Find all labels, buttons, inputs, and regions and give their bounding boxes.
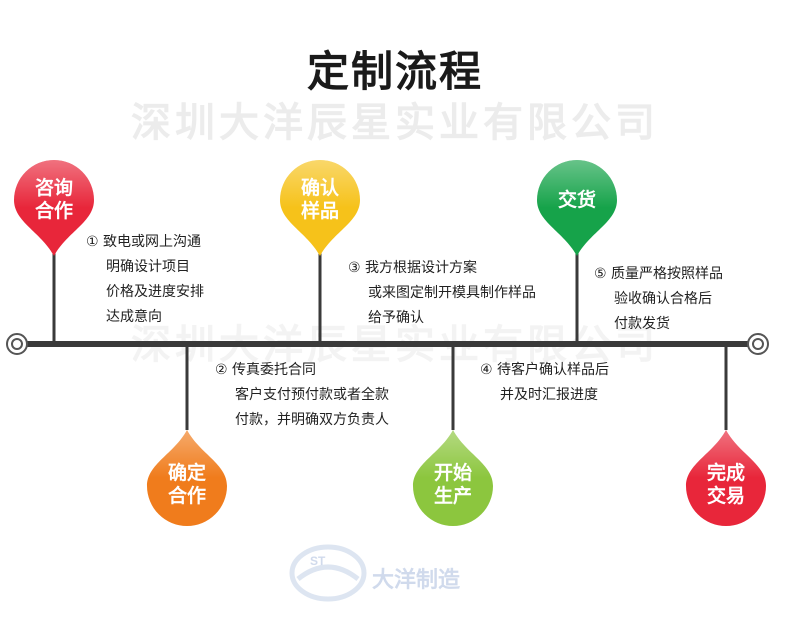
step-1-line: 达成意向 (106, 309, 162, 325)
watermark: 深圳大洋辰星实业有限公司 (131, 100, 659, 146)
drop-label-top: 交货 (557, 189, 596, 211)
step-5-line: ⑤ 质量严格按照样品 (594, 266, 724, 282)
step-5-line: 付款发货 (614, 316, 670, 332)
drop-label-bottom: 合作 (34, 200, 73, 222)
drop-label-top: 确定 (167, 462, 206, 484)
drop-step-5 (537, 160, 617, 256)
drop-label-top: 咨询 (34, 177, 73, 199)
drop-label-bottom: 合作 (167, 485, 206, 507)
drop-step-4 (413, 430, 493, 526)
drop-label-bottom: 生产 (433, 485, 472, 507)
svg-text:ST: ST (310, 554, 326, 568)
step-2-line: 付款，并明确双方负责人 (235, 412, 389, 428)
step-1-description: ① 致电或网上沟通 明确设计项目 价格及进度安排 达成意向 (86, 230, 204, 330)
logo-text: 大洋制造 (372, 568, 461, 593)
step-3-line: ③ 我方根据设计方案 (348, 260, 478, 276)
drop-label-step-3: 确认 样品 (280, 177, 360, 223)
step-2-line: ② 传真委托合同 (215, 362, 317, 378)
drop-label-step-2: 确定 合作 (147, 462, 227, 508)
step-3-line: 或来图定制开模具制作样品 (368, 285, 536, 301)
page-title: 定制流程 (306, 47, 483, 96)
step-5-line: 验收确认合格后 (614, 291, 712, 307)
step-3-description: ③ 我方根据设计方案 或来图定制开模具制作样品 给予确认 (348, 256, 536, 331)
drop-step-6 (686, 430, 766, 526)
drop-label-step-5: 交货 (537, 189, 617, 212)
step-1-line: ① 致电或网上沟通 (86, 234, 202, 250)
drop-label-top: 开始 (433, 462, 472, 484)
drop-label-step-4: 开始 生产 (413, 462, 493, 508)
drop-label-top: 确认 (300, 177, 339, 199)
step-1-line: 明确设计项目 (106, 259, 190, 275)
step-4-line: ④ 待客户确认样品后 (480, 362, 610, 378)
drop-label-bottom: 样品 (300, 200, 339, 222)
drop-label-bottom: 交易 (706, 485, 745, 507)
step-3-line: 给予确认 (368, 310, 424, 326)
drop-step-2 (147, 430, 227, 526)
drop-label-top: 完成 (706, 462, 745, 484)
step-2-line: 客户支付预付款或者全款 (235, 387, 389, 403)
axis-start-cap (6, 333, 28, 355)
logo-icon: ST (289, 544, 367, 602)
step-4-description: ④ 待客户确认样品后 并及时汇报进度 (480, 358, 609, 408)
step-1-line: 价格及进度安排 (106, 284, 204, 300)
step-2-description: ② 传真委托合同 客户支付预付款或者全款 付款，并明确双方负责人 (215, 358, 389, 433)
drop-label-step-1: 咨询 合作 (14, 177, 94, 223)
axis-end-cap (747, 333, 769, 355)
step-5-description: ⑤ 质量严格按照样品 验收确认合格后 付款发货 (594, 262, 723, 337)
drop-step-3 (280, 160, 360, 256)
drop-label-step-6: 完成 交易 (686, 462, 766, 508)
drop-step-1 (14, 160, 94, 256)
step-4-line: 并及时汇报进度 (500, 387, 598, 403)
